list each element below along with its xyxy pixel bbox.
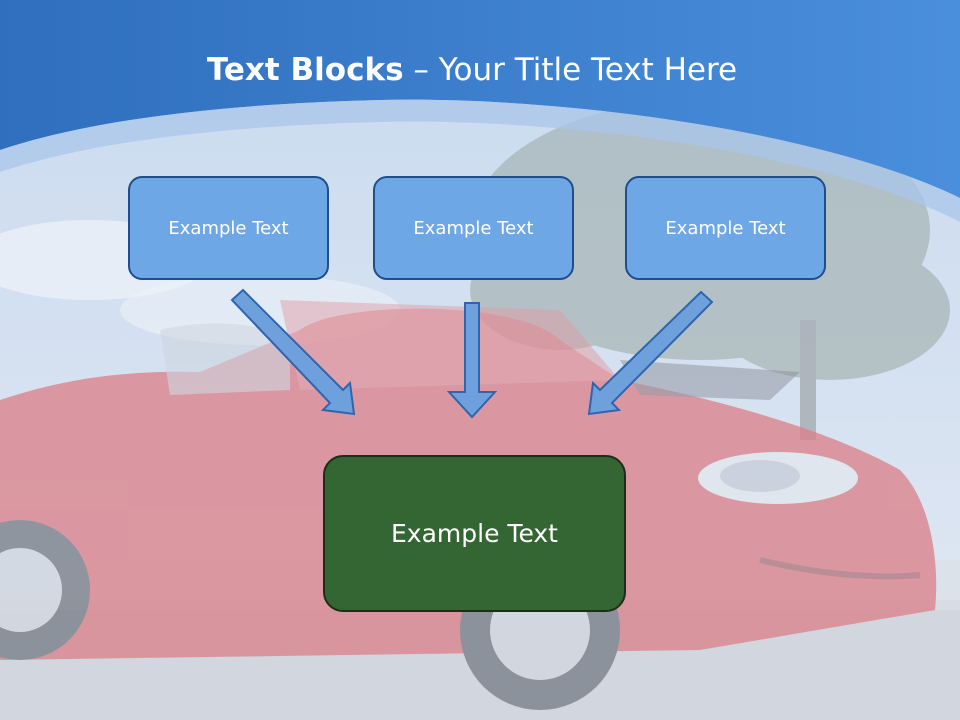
text-block-1-label: Example Text <box>168 217 289 239</box>
page-title: Text Blocks – Your Title Text Here <box>0 52 944 88</box>
text-block-1[interactable]: Example Text <box>128 176 329 280</box>
text-block-2[interactable]: Example Text <box>373 176 574 280</box>
text-block-3[interactable]: Example Text <box>625 176 826 280</box>
text-block-2-label: Example Text <box>413 217 534 239</box>
main-text-block[interactable]: Example Text <box>323 455 626 612</box>
title-bold: Text Blocks <box>206 52 404 88</box>
text-block-3-label: Example Text <box>665 217 786 239</box>
title-rest: – Your Title Text Here <box>403 52 738 88</box>
main-text-block-label: Example Text <box>391 519 558 548</box>
